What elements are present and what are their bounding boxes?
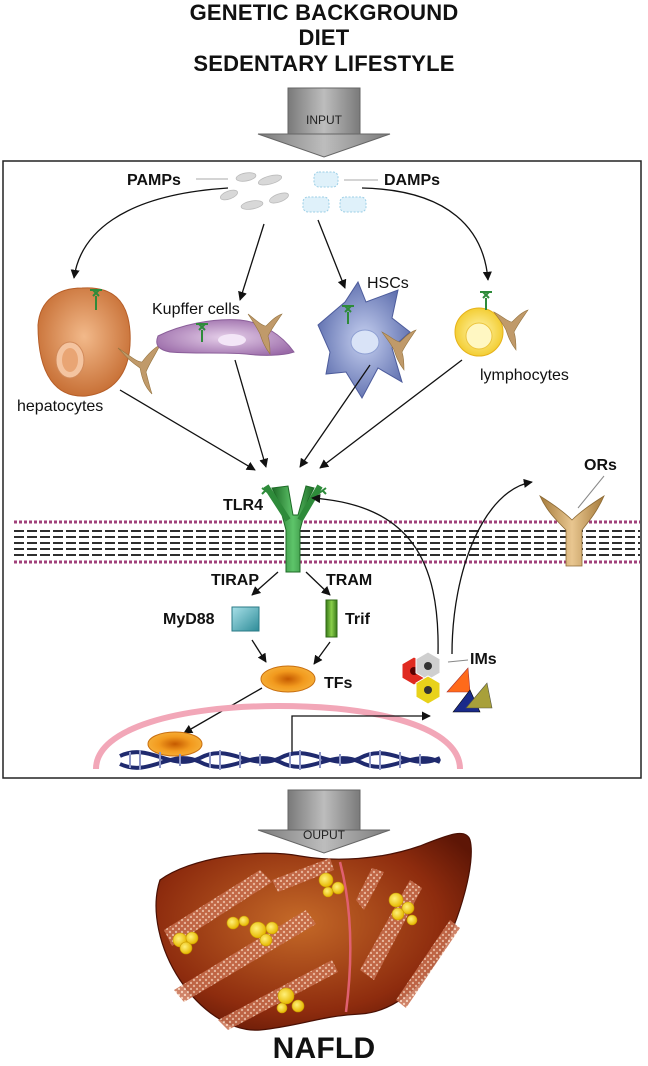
tlr4-label: TLR4: [223, 497, 263, 514]
kupffer-cells-label: Kupffer cells: [152, 301, 240, 318]
input-genetic-background: GENETIC BACKGROUND: [189, 0, 459, 25]
pamps-particles: [220, 172, 289, 210]
tf-cytoplasm: [260, 665, 316, 693]
myd88-protein: [231, 606, 260, 632]
pamps-label: PAMPs: [127, 172, 181, 189]
liver-illustration: [155, 832, 472, 1031]
output-arrow-label: OUPUT: [303, 828, 345, 842]
trif-label: Trif: [345, 611, 370, 628]
tram-label: TRAM: [326, 572, 373, 589]
cell-box: [2, 160, 642, 779]
input-sedentary-lifestyle: SEDENTARY LIFESTYLE: [193, 51, 455, 76]
ors-receptor: [539, 494, 605, 567]
hepatocyte-cell: [37, 287, 161, 397]
cell-membrane: [14, 520, 640, 565]
hscs-label: HSCs: [367, 275, 409, 292]
dna-helix: [119, 750, 441, 770]
input-diet: DIET: [298, 25, 350, 50]
damps-label: DAMPs: [384, 172, 441, 189]
output-arrow: [257, 789, 391, 854]
myd88-label: MyD88: [163, 611, 215, 628]
trif-protein: [325, 599, 338, 638]
ims-label: IMs: [470, 651, 497, 668]
lymphocytes-label: lymphocytes: [480, 367, 569, 384]
damps-particles: [302, 171, 367, 213]
lymphocyte-cell: [454, 291, 529, 357]
hsc-cell: [317, 280, 417, 400]
input-arrow-label: INPUT: [306, 113, 342, 127]
ims-molecules: [401, 651, 493, 713]
tfs-label: TFs: [324, 675, 353, 692]
tirap-label: TIRAP: [211, 572, 259, 589]
input-arrow: [257, 87, 391, 158]
nucleus: [93, 702, 463, 770]
kupffer-cell: [156, 313, 295, 356]
nafld-label: NAFLD: [272, 1032, 376, 1065]
tlr4-receptor: [261, 484, 327, 573]
hepatocytes-label: hepatocytes: [17, 398, 104, 415]
ors-label: ORs: [584, 457, 617, 474]
